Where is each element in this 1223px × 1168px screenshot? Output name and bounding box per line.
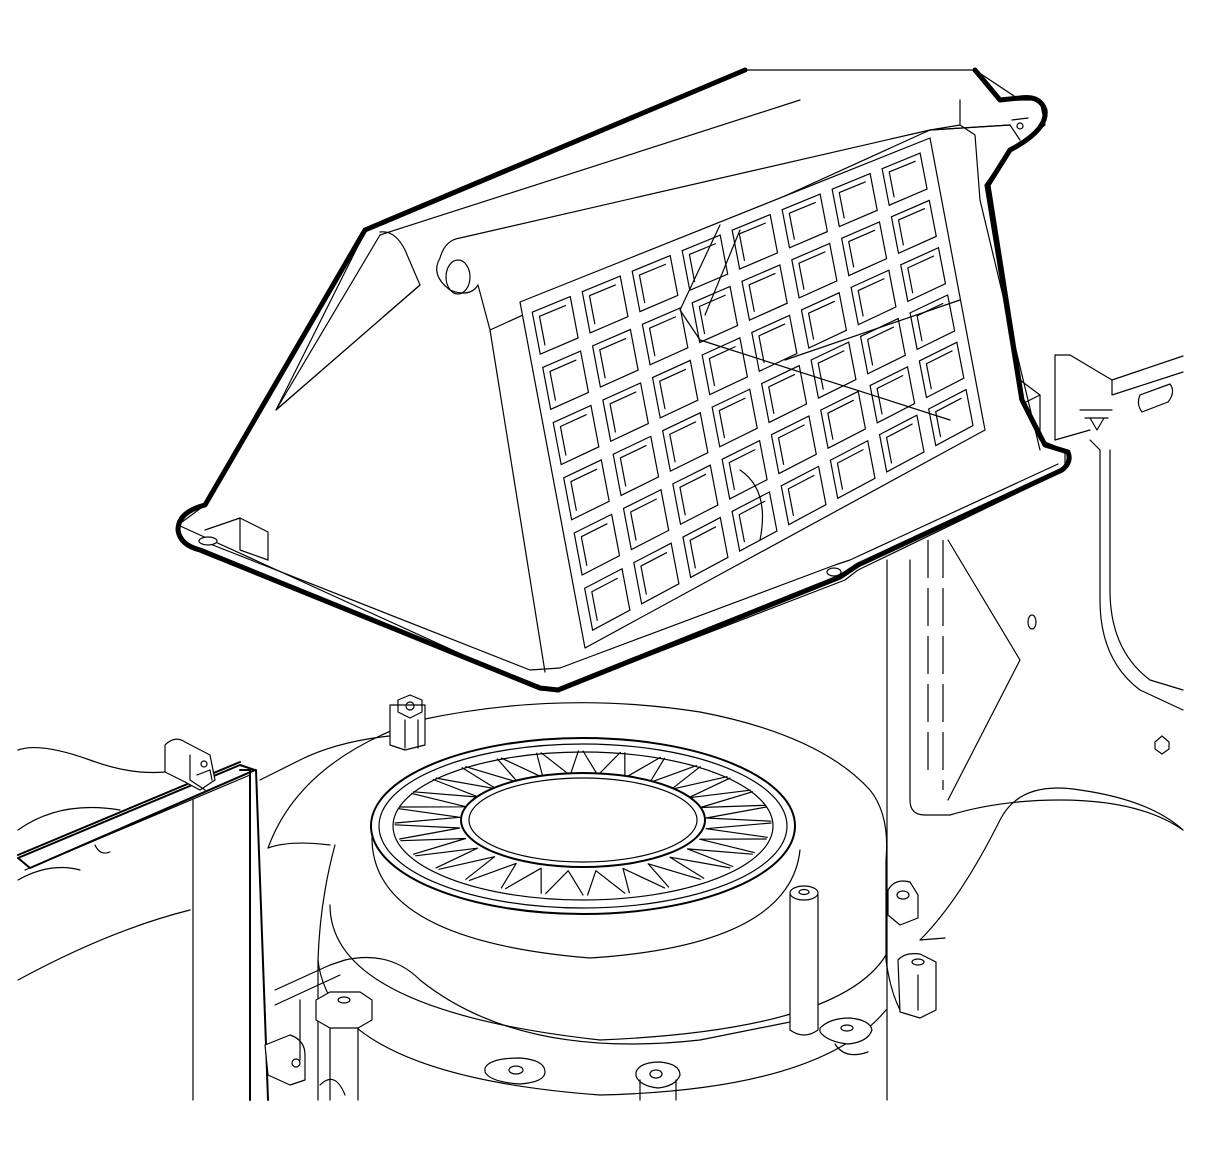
grille-cell-bevel xyxy=(888,160,916,198)
grille-cell-bevel xyxy=(857,278,885,317)
housing-boss-front xyxy=(484,1057,546,1085)
grille-cell-bevel xyxy=(838,181,866,219)
blower-motor-housing xyxy=(267,694,937,1101)
duct-mount-hole xyxy=(445,259,471,295)
housing-post xyxy=(789,885,819,1036)
grille-cell-bevel xyxy=(570,468,598,511)
grille-cell-bevel xyxy=(609,391,637,433)
housing-small-post xyxy=(389,694,426,751)
blower-blade xyxy=(587,870,626,896)
grille-cell-bevel xyxy=(648,316,677,357)
grille-cell-bevel xyxy=(787,474,815,516)
blower-blade xyxy=(438,856,496,880)
grille-cell-bevel xyxy=(867,326,894,366)
blower-blade xyxy=(669,856,731,879)
blower-blade xyxy=(468,862,517,889)
blower-blade xyxy=(686,848,753,868)
grille-cell-bevel xyxy=(758,323,786,363)
blower-wheel xyxy=(370,737,796,915)
grille-cell-bevel xyxy=(638,263,667,304)
grille-cell-bevel xyxy=(630,498,657,541)
grille-cell-bevel xyxy=(599,337,627,379)
grille-cell-bevel xyxy=(935,397,962,438)
grille-cell-bevel xyxy=(876,375,904,415)
grille-cell-bevel xyxy=(580,523,608,566)
frame-panel xyxy=(886,354,1184,1101)
hex-nut xyxy=(1154,735,1170,755)
grille-cell-bevel xyxy=(817,350,845,390)
blower-blade xyxy=(505,867,542,894)
grille-cell-bevel xyxy=(848,229,876,268)
grille-cell-bevel xyxy=(640,552,668,595)
blower-blade xyxy=(622,867,666,894)
grille-cell-bevel xyxy=(688,243,716,283)
panel-hole xyxy=(1027,614,1037,630)
grille-cell-bevel xyxy=(897,208,926,246)
blower-blade xyxy=(699,838,767,854)
blower-blade xyxy=(394,824,461,840)
grille-cell-bevel xyxy=(885,423,913,464)
grille-cell-bevel xyxy=(549,359,577,401)
grille-cell-bevel xyxy=(698,294,726,335)
inlet-grille xyxy=(519,137,986,649)
grille-cell-bevel xyxy=(788,201,816,240)
grille-cell-bevel xyxy=(718,397,746,439)
housing-boss-right xyxy=(819,1017,873,1056)
grille-cell-bevel xyxy=(768,373,796,414)
grille-cell-bevel xyxy=(728,449,756,491)
grille-cell-bevel xyxy=(588,284,617,325)
housing-ear-right xyxy=(887,880,937,1019)
blower-blade xyxy=(705,822,772,838)
grille-cell-bevel xyxy=(925,350,953,390)
grille-cell-bevel xyxy=(708,346,736,387)
grille-cell-bevel xyxy=(777,424,805,465)
blower-blade xyxy=(647,863,701,888)
blower-wheel-hub-ring xyxy=(460,772,706,868)
grille-cell-bevel xyxy=(659,368,687,410)
duct-flange-hole-right xyxy=(826,567,842,577)
blower-blade xyxy=(545,870,584,896)
grille-cell-bevel xyxy=(738,222,766,261)
housing-boss-left xyxy=(315,991,373,1101)
grille-cell-bevel xyxy=(619,444,647,487)
mounting-bracket xyxy=(17,734,401,1101)
grille-cell-bevel xyxy=(689,526,717,569)
blower-blade xyxy=(705,806,772,822)
grille-cell-bevel xyxy=(827,399,855,440)
housing-boss-front-right xyxy=(635,1061,681,1101)
grille-cells xyxy=(531,152,974,632)
grille-cell-bevel xyxy=(798,251,826,290)
duct-flange-hole-left xyxy=(198,536,218,546)
blower-blade xyxy=(415,847,479,869)
grille-cell-bevel xyxy=(559,414,587,456)
blower-blade xyxy=(400,837,467,855)
grille-cell-bevel xyxy=(748,273,776,312)
grille-cell-bevel xyxy=(738,500,766,543)
blower-blade xyxy=(394,808,461,824)
grille-cell-bevel xyxy=(538,305,567,346)
grille-cell-bevel xyxy=(836,449,864,490)
grille-cell-bevel xyxy=(679,473,707,516)
grille-cell-bevel xyxy=(591,577,618,622)
grille-cell-bevel xyxy=(907,255,935,294)
grille-cell-bevel xyxy=(916,302,944,342)
grille-cell-bevel xyxy=(669,421,697,463)
grille-cell-bevel xyxy=(807,300,835,340)
